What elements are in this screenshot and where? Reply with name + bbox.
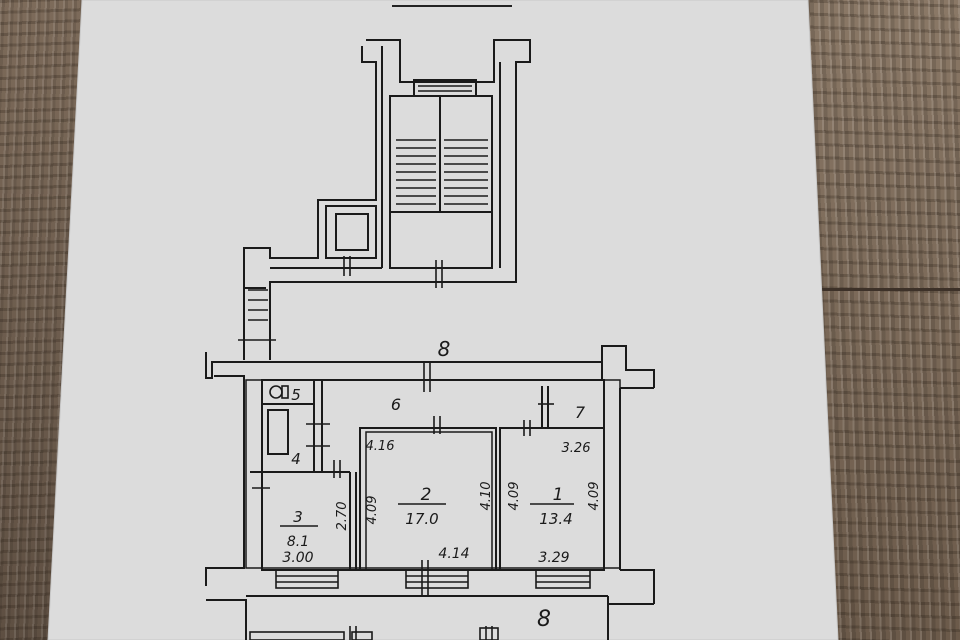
corridor-bottom-label: 8 — [537, 607, 551, 632]
room-2-number: 2 — [421, 485, 432, 505]
wooden-floor-right — [810, 0, 960, 640]
dim-room3-bottom: 3.00 — [282, 550, 313, 566]
room-fraction-lines — [280, 503, 574, 527]
corridor-top-label: 8 — [438, 337, 451, 361]
dim-room1-right: 4.09 — [587, 482, 602, 511]
door-ticks-upper — [238, 256, 443, 341]
room-7-label: 7 — [575, 403, 586, 422]
room-5-label: 5 — [291, 386, 301, 404]
dim-room2-right: 4.10 — [479, 482, 494, 511]
room-1-number: 1 — [553, 485, 564, 505]
toilet-icon — [269, 385, 289, 399]
room-3-number: 3 — [293, 508, 303, 526]
room-6-label: 6 — [391, 395, 401, 414]
dim-room2-left: 4.09 — [365, 496, 380, 525]
room-3-area: 8.1 — [287, 534, 309, 550]
door-ticks-main — [252, 362, 554, 640]
dim-room1-left: 4.09 — [507, 482, 522, 511]
room-1-area: 13.4 — [539, 510, 572, 528]
dim-room1-bottom: 3.29 — [538, 550, 569, 566]
room-4-label: 4 — [291, 450, 301, 468]
dim-room2-bottom: 4.14 — [438, 546, 469, 562]
floor-seam — [810, 288, 960, 291]
stair-treads — [248, 85, 488, 321]
dim-room1-top: 3.26 — [562, 441, 591, 456]
dim-room2-top: 4.16 — [366, 439, 395, 454]
plan-walls — [243, 39, 531, 360]
windows — [249, 569, 591, 640]
room-2-area: 17.0 — [405, 510, 438, 528]
dim-room3-right: 2.70 — [335, 502, 350, 531]
